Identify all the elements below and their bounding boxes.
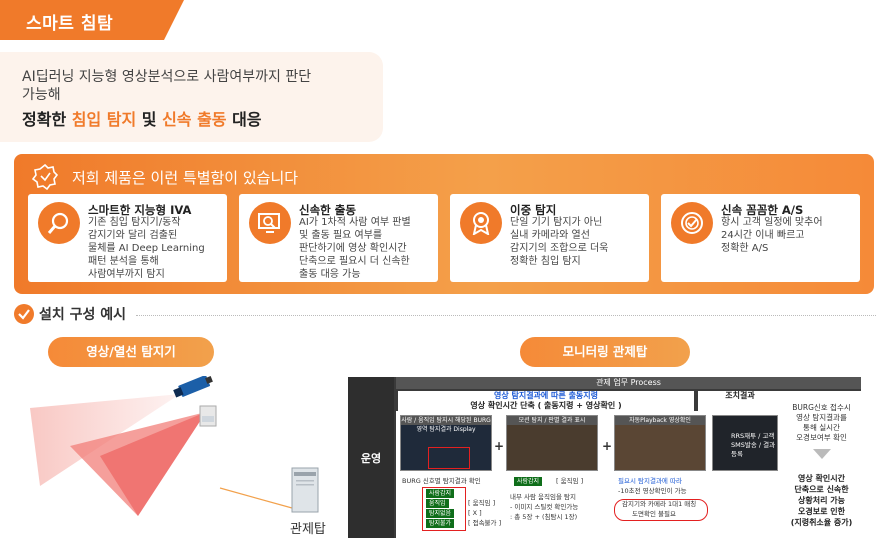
intro-text-c: 및 [136,110,163,129]
page-title: 스마트 침탐 [26,14,114,34]
feature-desc: 단일 기기 탐지가 아닌 실내 카메라와 열선 감지기의 조합으로 더욱 정확한… [510,217,609,267]
detector-coverage-illustration [30,376,319,516]
intro-line-3: 정확한 침입 탐지 및 신속 출동 대응 [22,106,383,130]
note-a: BURG신호 접수시 [792,403,851,412]
process-side-label: 운영 [348,377,394,538]
feature-card-iva: 스마트한 지능형 IVA 기존 침입 탐지기/동작 감지기와 달리 검출된 물체… [28,194,227,282]
feature-title: 스마트한 지능형 IVA [88,203,192,217]
install-heading-text: 설치 구성 예시 [39,307,127,323]
intro-text-e: 대응 [226,110,262,129]
tag-none: 탐지없음 [426,509,455,518]
note-g: 상황처리 가능 [798,496,845,505]
feature-card-as: 신속 꼼꼼한 A/S 항시 고객 일정에 맞추어 24시간 이내 빠르고 정확한… [661,194,860,282]
screenshot-playback: 자동Playback 영상확인 [614,415,706,471]
tag-motion: 움직임 [426,499,449,508]
title-tab-shape [0,0,184,40]
down-arrow-icon [812,449,831,459]
note-c: 통해 실시간 [803,423,840,432]
process-title: 관제 업무 Process [396,377,861,389]
install-heading: 설치 구성 예시 [14,304,126,324]
camera-icon [173,376,213,398]
feature-title: 신속한 출동 [299,203,356,217]
check-circle-icon [14,304,34,324]
tag-person: 사람감지 [426,489,455,498]
screenshot-result: RRS재투 / 고객SMS발송 / 결과등록 [712,415,778,471]
process-body: 사람 / 움직임 탐지시 해당된 BURG 영역 탐지결과 Display + … [396,411,782,538]
band-shorten-text: 영상 확인시간 단축 ( 출동지령 + 영상확인 ) [470,401,622,410]
tag-unavailable: 탐지불가 [426,519,455,528]
note-h: 오경보로 인한 [798,507,845,516]
caption-3-d: 도면확인 불필요 [632,510,676,518]
tags-highlight-box [422,487,466,531]
band-dispatch-text: 영상 탐지결과에 따른 출동지령 [493,391,599,400]
caption-3-highlight [614,499,708,521]
plus-icon: + [494,439,505,453]
caption-2-row-1: [ 움직임 ] [556,477,584,485]
feature-title: 신속 꼼꼼한 A/S [721,203,804,217]
caption-2-b: - 이미지 스틸컷 확인가능 [510,503,579,511]
caption-3-b: -10초전 영상확인이 가능 [618,487,687,495]
process-band: 영상 탐지결과에 따른 출동지령 영상 확인시간 단축 ( 출동지령 + 영상확… [398,391,694,411]
caption-2-c: : 총 5장 + (침탐시 1장) [510,513,578,521]
process-diagram: 운영 관제 업무 Process 영상 탐지결과에 따른 출동지령 영상 확인시… [348,377,861,538]
intro-highlight-intrusion: 침입 탐지 [71,110,137,129]
plus-icon: + [602,439,613,453]
intro-highlight-dispatch: 신속 출동 [162,110,227,129]
feature-card-dual: 이중 탐지 단일 기기 탐지가 아닌 실내 카메라와 열선 감지기의 조합으로 … [450,194,649,282]
tag-person-2: 사람감지 [514,477,543,486]
section-divider [136,315,876,316]
award-icon [460,202,502,244]
caption-3-a: 필요시 탐지결과에 따라 [618,477,682,485]
features-panel: 저희 제품은 이런 특별함이 있습니다 스마트한 지능형 IVA 기존 침입 탐… [14,154,874,294]
result-head: 조치결과 [698,391,782,411]
shot-label: 사람 / 움직임 탐지시 해당된 BURG 영역 탐지결과 Display [401,416,491,433]
result-text: RRS재투 / 고객SMS발송 / 결과등록 [731,432,776,458]
badge-icon [32,164,58,190]
caption-1-row-1: [ 움직임 ] [468,499,496,507]
note-e: 영상 확인시간 [798,474,845,483]
page-title-tab: 스마트 침탐 [0,0,184,40]
features-heading-text: 저희 제품은 이런 특별함이 있습니다 [72,168,299,187]
detector-pill: 영상/열선 탐지기 [48,337,214,367]
monitoring-pill: 모니터링 관제탑 [520,337,690,367]
target-check-icon [671,202,713,244]
note-i: (지령취소율 증가) [790,518,853,527]
server-tower-icon [291,467,319,513]
caption-1: BURG 신호별 탐지결과 확인 [402,477,481,485]
intro-text-a: 정확한 [22,110,72,129]
monitor-search-icon [249,202,291,244]
feature-desc: 항시 고객 일정에 맞추어 24시간 이내 빠르고 정확한 A/S [721,217,823,254]
shot-label: 모션 탐지 / 판별 결과 표시 [507,416,597,425]
highlight-box [428,447,470,469]
process-note: BURG신호 접수시 영상 탐지결과를 통해 실시간 오경보여부 확인 영상 확… [782,391,861,538]
intro-line-2: 가능해 [22,87,61,103]
intro-line-1: AI딥러닝 지능형 영상분석으로 사람여부까지 판단 [22,69,312,85]
features-heading: 저희 제품은 이런 특별함이 있습니다 [32,164,298,190]
screenshot-motion: 모션 탐지 / 판별 결과 표시 [506,415,598,471]
screenshot-detection: 사람 / 움직임 탐지시 해당된 BURG 영역 탐지결과 Display [400,415,492,471]
feature-desc: AI가 1차적 사람 여부 판별 및 출동 필요 여부를 판단하기에 영상 확인… [299,217,411,280]
caption-3-c: 감지기와 카메라 1대1 매칭 [622,500,697,508]
caption-1-row-2: [ X ] [468,509,482,517]
note-f: 단축으로 신속한 [794,485,849,494]
feature-desc: 기존 침입 탐지기/동작 감지기와 달리 검출된 물체를 AI Deep Lea… [88,217,205,280]
shot-label: 자동Playback 영상확인 [615,416,705,425]
feature-card-dispatch: 신속한 출동 AI가 1차적 사람 여부 판별 및 출동 필요 여부를 판단하기… [239,194,438,282]
caption-2-a: 내부 사람 움직임을 탐지 [510,493,576,501]
intro-box: AI딥러닝 지능형 영상분석으로 사람여부까지 판단 가능해 정확한 침입 탐지… [0,52,383,142]
note-d: 오경보여부 확인 [796,433,847,442]
pir-sensor-icon [199,405,217,427]
server-label: 관제탑 [290,522,326,537]
caption-1-row-3: [ 접속불가 ] [468,519,502,527]
note-b: 영상 탐지결과를 [796,413,847,422]
search-icon [38,202,80,244]
feature-title: 이중 탐지 [510,203,557,217]
